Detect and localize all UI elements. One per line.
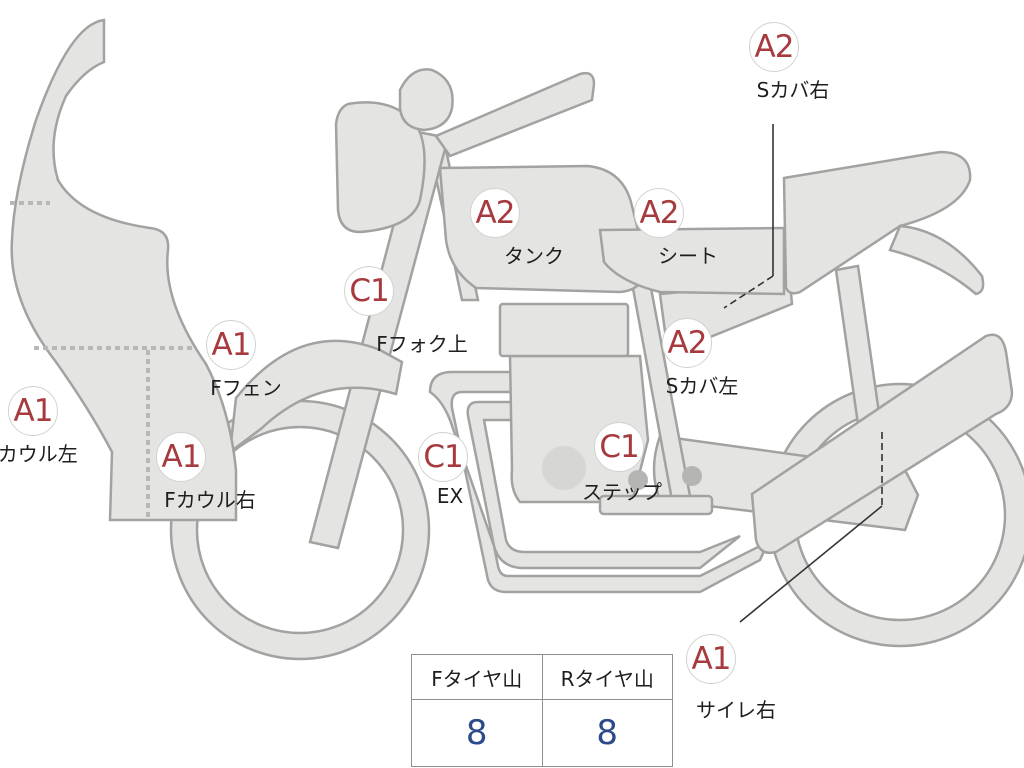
grade-badge: A2 [470, 188, 520, 238]
grade-badge: A2 [662, 318, 712, 368]
part-label: Sカバ左 [665, 374, 739, 398]
part-label: ステップ [582, 480, 662, 504]
grade-badge: A1 [156, 432, 206, 482]
part-label: サイレ右 [696, 698, 776, 722]
front-cowl [10, 18, 238, 522]
grade-badge: A1 [206, 320, 256, 370]
grade-badge: C1 [594, 422, 644, 472]
part-label: タンク [504, 244, 564, 268]
leader-silencer [739, 505, 883, 623]
exhaust-pipe-outer [428, 370, 771, 594]
step-peg-2 [682, 466, 702, 486]
part-label: Fフォク上 [376, 332, 468, 356]
grade-badge: C1 [344, 266, 394, 316]
mirror [398, 68, 454, 132]
seat-base [598, 226, 786, 296]
part-label: シート [658, 244, 718, 268]
front-fender [228, 339, 404, 455]
rear-fender [888, 224, 985, 296]
tail-cowl [782, 150, 972, 295]
front-tire-header: Fタイヤ山 [411, 654, 543, 700]
rear-tire-header: Rタイヤ山 [541, 654, 673, 700]
tire-tread-table: Fタイヤ山 Rタイヤ山 8 8 [411, 654, 673, 767]
grade-badge: A1 [8, 386, 58, 436]
grade-badge: A1 [686, 634, 736, 684]
part-label: Fカウル左 [0, 442, 78, 466]
handlebar [434, 71, 596, 158]
engine-cylinder [498, 302, 630, 358]
grade-badge: A2 [634, 188, 684, 238]
part-label: Sカバ右 [756, 78, 830, 102]
step-peg [628, 470, 648, 490]
part-label: EX [436, 484, 464, 508]
front-tire-value: 8 [411, 699, 543, 767]
grade-badge: A2 [749, 22, 799, 72]
step-bar [598, 494, 714, 516]
part-label: Fフェン [210, 376, 282, 400]
part-label: Fカウル右 [164, 488, 256, 512]
grade-badge: C1 [418, 432, 468, 482]
engine-cover [542, 446, 586, 490]
rear-tire-value: 8 [541, 699, 673, 767]
leader-s-cover-right-dash [723, 275, 774, 309]
